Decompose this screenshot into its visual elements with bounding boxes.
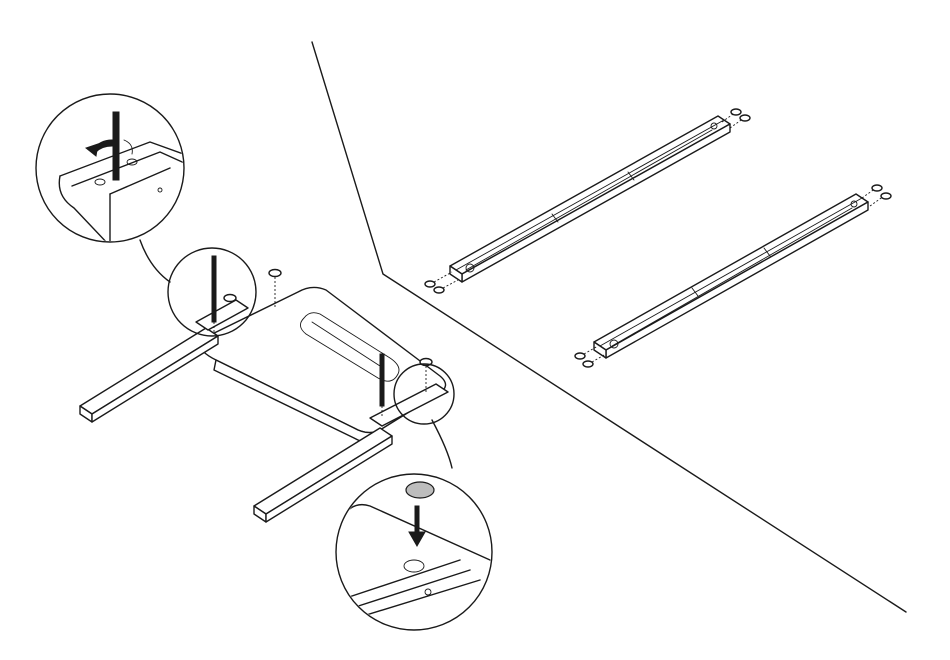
dowel-pin [425,281,435,287]
dowel-pin [583,361,593,367]
cap-plug [224,295,236,302]
detail-insert-cap [336,474,492,630]
rail-upper [450,116,730,282]
dowel-pin [872,185,882,191]
dowel-pin [575,353,585,359]
callout-leader-bottom [432,420,452,468]
detail-screw-rod-in [36,94,200,260]
dowel-pin [740,115,750,121]
rail-lower [594,194,868,358]
threaded-rod [212,256,216,334]
dowel-pin [881,193,891,199]
dowel-pin [434,287,444,293]
callout-leader-top [140,240,170,282]
dowel-pin [731,109,741,115]
